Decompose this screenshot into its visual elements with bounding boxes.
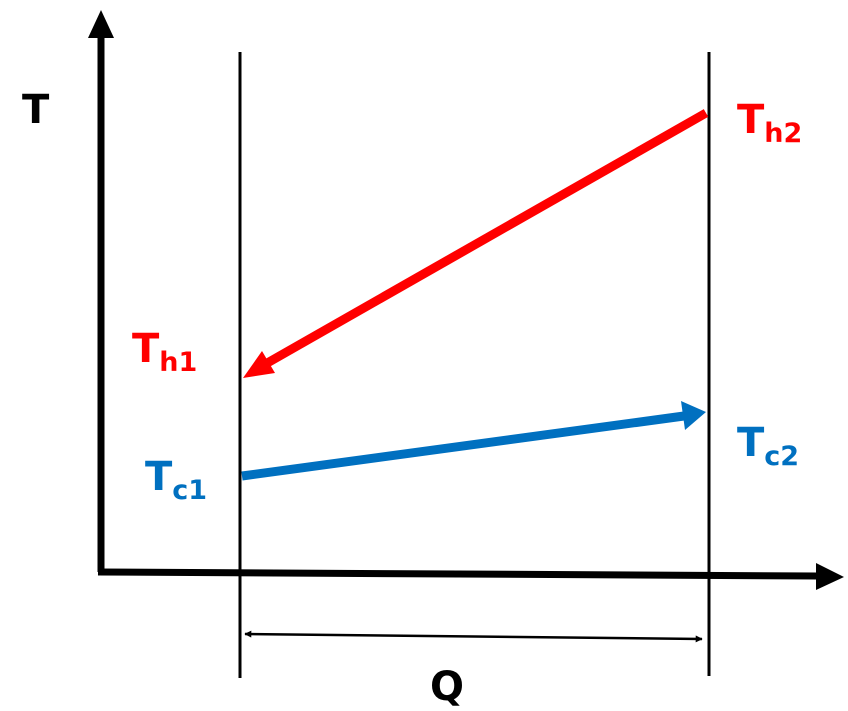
cold-stream-arrowhead (681, 401, 706, 430)
x-axis (97, 563, 844, 590)
x-axis-arrowhead (816, 563, 844, 590)
y-axis (88, 10, 114, 572)
x-axis-line (97, 568, 819, 580)
q-dimension-arrow (244, 630, 703, 643)
tc1-label: Tc1 (145, 454, 207, 506)
th2-label: Th2 (737, 97, 802, 149)
cold-stream (241, 401, 706, 481)
cold-stream-line (241, 411, 685, 481)
q-label: Q (430, 664, 464, 710)
hot-stream-arrowhead (243, 351, 275, 378)
y-axis-arrowhead (88, 10, 114, 38)
hot-stream (243, 109, 709, 378)
hot-stream-line (259, 109, 709, 370)
th1-label: Th1 (132, 326, 197, 378)
t-axis-label: T (22, 87, 50, 133)
tc2-label: Tc2 (737, 420, 799, 472)
